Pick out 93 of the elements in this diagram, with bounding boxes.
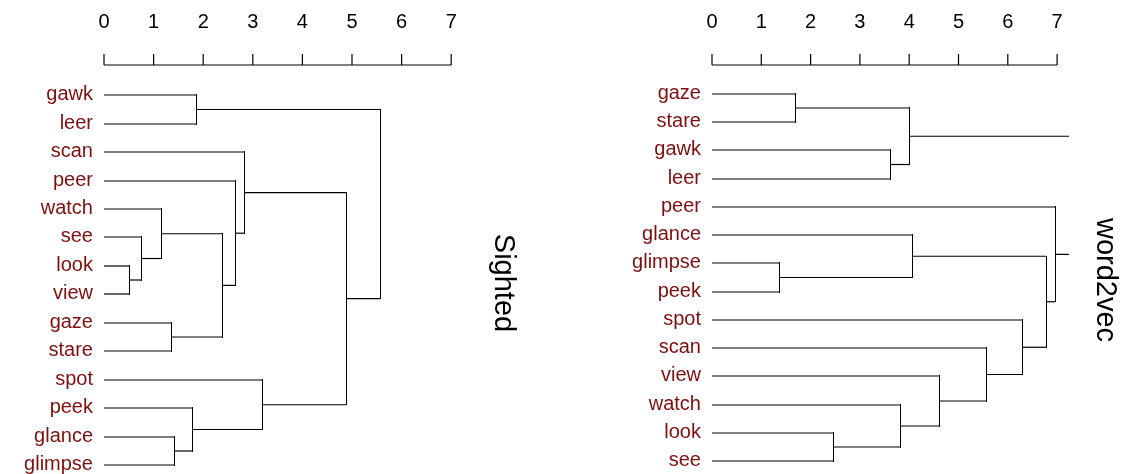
axis-tick-label: 5 bbox=[345, 10, 359, 32]
dendrogram-branch bbox=[711, 149, 891, 151]
dendrogram-branch bbox=[103, 293, 130, 295]
dendrogram-branch bbox=[711, 460, 834, 462]
dendrogram-branch bbox=[900, 425, 940, 427]
dendrogram-branch bbox=[141, 257, 162, 260]
dendrogram-branch bbox=[909, 135, 1070, 137]
axis-tick-label: 4 bbox=[295, 10, 309, 32]
dendrogram-branch bbox=[912, 255, 1047, 257]
dendrogram-branch bbox=[103, 379, 263, 381]
leaf-label: leer bbox=[59, 111, 104, 133]
dendrogram-branch bbox=[129, 279, 142, 281]
dendrogram-branch bbox=[711, 262, 780, 264]
leaf-label: watch bbox=[40, 196, 104, 218]
axis-tick-label: 1 bbox=[754, 10, 768, 32]
dendrogram-branch bbox=[711, 178, 891, 180]
leaf-label: look bbox=[56, 253, 104, 275]
dendrogram-branch bbox=[346, 298, 381, 300]
axis-tick-label: 7 bbox=[1050, 10, 1064, 32]
leaf-label: see bbox=[60, 224, 104, 246]
axis-tick-label: 6 bbox=[395, 10, 409, 32]
dendrogram-branch bbox=[171, 336, 223, 338]
dendrogram-branch bbox=[174, 450, 193, 452]
axis-tick-label: 5 bbox=[951, 10, 966, 32]
axis-tick-label: 2 bbox=[804, 10, 818, 32]
dendrogram-branch bbox=[711, 291, 780, 293]
axis-tick-label: 0 bbox=[97, 10, 111, 32]
dendrogram-branch bbox=[795, 107, 910, 109]
axis-tick-label: 3 bbox=[246, 10, 260, 32]
dendrogram-branch bbox=[779, 276, 913, 279]
dendrogram-branch bbox=[1022, 346, 1047, 348]
leaf-label: gawk bbox=[46, 82, 104, 104]
dendrogram-branch bbox=[103, 236, 142, 238]
dendrogram-branch bbox=[711, 347, 987, 349]
dendrogram-branch bbox=[103, 208, 162, 210]
leaf-label: scan bbox=[658, 335, 712, 357]
leaf-label: see bbox=[668, 448, 712, 470]
leaf-label: glance bbox=[642, 222, 712, 244]
dendrogram-branch bbox=[103, 265, 130, 267]
panel-title: word2vec bbox=[1091, 217, 1124, 343]
leaf-label: view bbox=[661, 363, 712, 385]
leaf-label: stare bbox=[656, 109, 712, 131]
leaf-label: glance bbox=[34, 424, 104, 446]
axis-tick-label: 1 bbox=[147, 10, 161, 32]
axis-tick-label: 6 bbox=[1001, 10, 1015, 32]
dendrogram-branch bbox=[103, 407, 193, 409]
dendrogram-branch bbox=[939, 400, 987, 402]
dendrogram-branch bbox=[196, 108, 381, 111]
leaf-label: view bbox=[53, 281, 104, 303]
dendrogram-branch bbox=[833, 446, 901, 448]
leaf-label: glimpse bbox=[632, 250, 712, 272]
dendrogram-branch bbox=[711, 404, 901, 406]
dendrogram-branch bbox=[103, 436, 175, 438]
panel-title: Sighted bbox=[489, 233, 522, 333]
dendrogram-branch bbox=[103, 180, 236, 182]
leaf-label: spot bbox=[663, 307, 712, 329]
dendrogram-branch bbox=[986, 373, 1023, 376]
leaf-label: gawk bbox=[654, 137, 712, 159]
leaf-label: peek bbox=[49, 395, 104, 417]
leaf-label: gaze bbox=[657, 81, 712, 103]
dendrogram-branch bbox=[711, 319, 1023, 321]
axis-tick-label: 0 bbox=[705, 10, 719, 32]
leaf-label: look bbox=[664, 420, 712, 442]
dendrogram-branch bbox=[103, 94, 197, 96]
dendrogram-branch bbox=[103, 123, 197, 125]
axis-tick-label: 2 bbox=[196, 10, 210, 32]
leaf-label: peer bbox=[660, 194, 712, 216]
leaf-label: spot bbox=[55, 367, 104, 389]
dendrogram-branch bbox=[711, 375, 940, 377]
dendrogram-branch bbox=[103, 151, 245, 153]
leaf-label: leer bbox=[667, 166, 712, 188]
leaf-label: peer bbox=[52, 168, 104, 190]
dendrogram-branch bbox=[711, 93, 796, 95]
dendrogram-branch bbox=[711, 234, 913, 236]
dendrogram-branch bbox=[161, 233, 223, 235]
dendrogram-branch bbox=[244, 192, 347, 194]
leaf-label: scan bbox=[50, 139, 104, 161]
axis-tick-label: 3 bbox=[853, 10, 867, 32]
dendrogram-branch bbox=[262, 404, 347, 406]
dendrogram-branch bbox=[192, 428, 263, 431]
dendrogram-branch bbox=[711, 206, 1056, 208]
dendrogram-branch bbox=[103, 464, 175, 466]
axis-tick-label: 4 bbox=[902, 10, 916, 32]
leaf-label: watch bbox=[648, 392, 712, 414]
axis-tick-label: 7 bbox=[444, 10, 458, 32]
dendrogram-branch bbox=[103, 322, 172, 324]
leaf-label: stare bbox=[48, 338, 104, 360]
leaf-label: glimpse bbox=[24, 452, 104, 474]
leaf-label: peek bbox=[657, 279, 712, 301]
dendrogram-branch bbox=[711, 432, 834, 434]
dendrogram-branch bbox=[103, 350, 172, 352]
dendrogram-branch bbox=[711, 121, 796, 123]
leaf-label: gaze bbox=[49, 310, 104, 332]
